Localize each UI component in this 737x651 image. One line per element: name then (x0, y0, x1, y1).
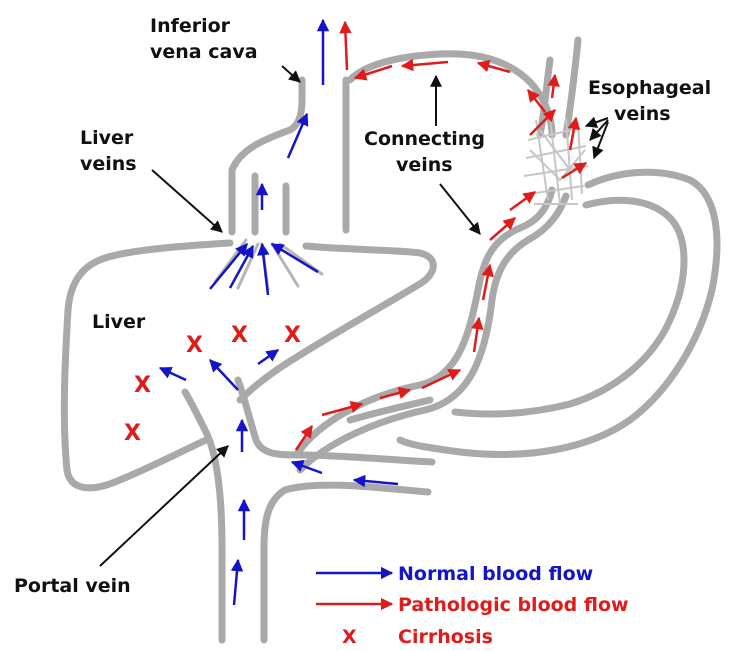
cirrhosis-mark: X (284, 323, 301, 348)
pointer-connecting-veins-down (440, 184, 480, 234)
legend-normal-text: Normal blood flow (398, 563, 593, 585)
normal-flow-arrows (160, 20, 398, 605)
legend-pathologic-text: Pathologic blood flow (398, 594, 629, 616)
pathologic-flow-arrow (402, 62, 448, 66)
label-esophageal-veins-line1: Esophageal (588, 77, 711, 99)
normal-flow-arrow (262, 244, 268, 295)
label-liver-veins: Liver veins (80, 127, 222, 232)
label-inferior-vena-cava: Inferior vena cava (150, 15, 300, 82)
label-portal-vein-text: Portal vein (14, 575, 131, 597)
normal-flow-arrow (258, 350, 278, 364)
legend-cirrhosis-text: Cirrhosis (398, 626, 493, 648)
label-connecting-veins-line1: Connecting (364, 128, 485, 150)
legend-cirrhosis-symbol: X (342, 626, 357, 648)
cirrhosis-mark: X (231, 323, 248, 348)
pathologic-flow-arrow (510, 192, 535, 210)
pathologic-flow-arrows (296, 22, 586, 450)
cirrhosis-mark: X (124, 421, 141, 446)
cirrhosis-marks: X X X X X (124, 323, 301, 446)
label-liver-veins-line2: veins (80, 153, 137, 175)
label-liver: Liver (92, 311, 146, 333)
label-connecting-veins-line2: veins (396, 154, 453, 176)
cirrhosis-mark: X (186, 333, 203, 358)
label-inferior-vena-cava-line2: vena cava (150, 41, 258, 63)
pathologic-flow-arrow (345, 22, 347, 70)
legend: Normal blood flow Pathologic blood flow … (316, 563, 629, 648)
normal-flow-arrow (160, 368, 186, 380)
pathologic-flow-arrow (552, 75, 555, 98)
pointer-liver-veins (152, 170, 222, 232)
label-liver-veins-line1: Liver (80, 127, 134, 149)
label-portal-vein: Portal vein (14, 446, 228, 597)
normal-flow-arrow (210, 360, 238, 390)
cirrhosis-mark: X (134, 373, 151, 398)
pointer-inferior-vena-cava (282, 66, 300, 82)
pathologic-flow-arrow (474, 318, 479, 352)
normal-flow-arrow (234, 560, 238, 605)
label-connecting-veins: Connecting veins (364, 76, 485, 234)
liver-outline (64, 243, 433, 488)
label-inferior-vena-cava-line1: Inferior (150, 15, 231, 37)
label-esophageal-veins: Esophageal veins (586, 77, 711, 158)
label-esophageal-veins-line2: veins (614, 103, 671, 125)
